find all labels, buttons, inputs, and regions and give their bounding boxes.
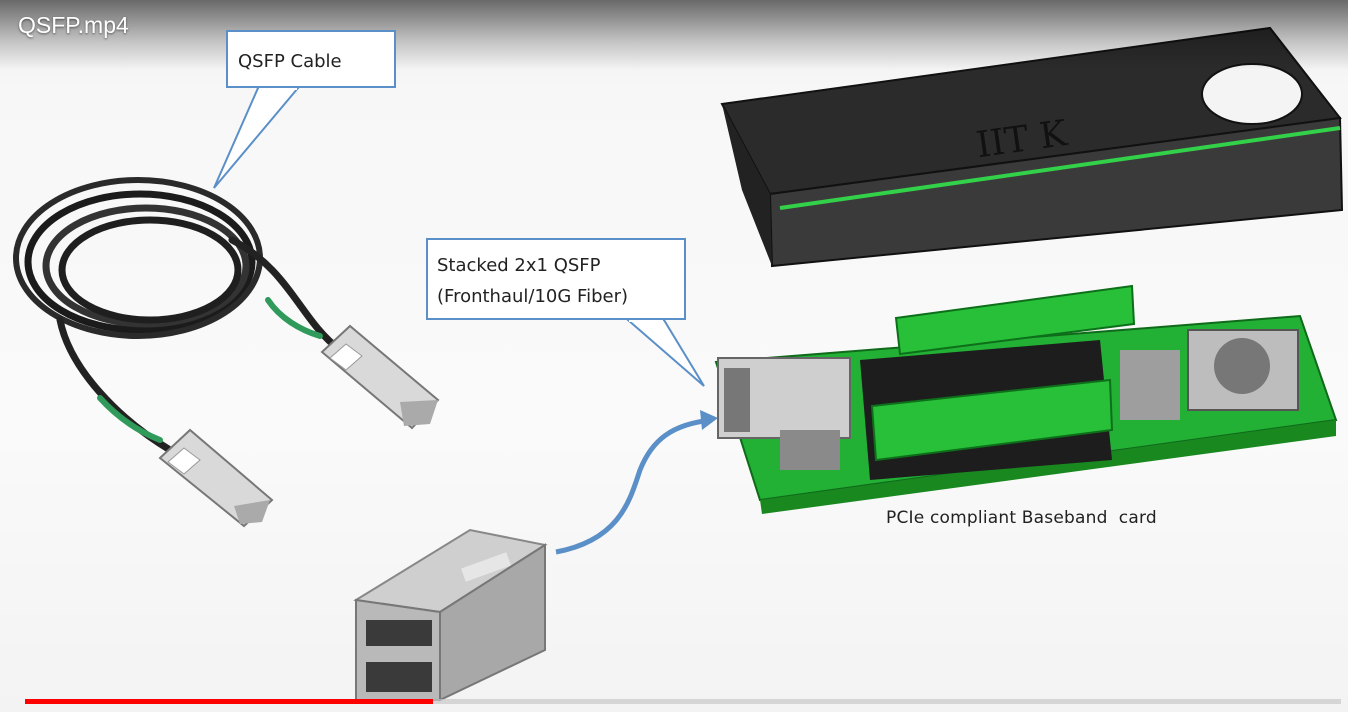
baseband-card-image <box>714 284 1338 514</box>
callout-cable-pointer <box>213 87 301 189</box>
progress-bar[interactable] <box>25 699 1341 704</box>
callout-stacked-qsfp-line1: Stacked 2x1 QSFP <box>437 255 601 276</box>
callout-stacked-qsfp: Stacked 2x1 QSFP (Fronthaul/10G Fiber) <box>426 238 686 320</box>
qsfp-plug-lower <box>158 428 274 528</box>
qsfp-plug-upper <box>320 324 440 430</box>
title-bar-overlay <box>0 0 1348 70</box>
qsfp-cable-image <box>13 177 344 454</box>
video-title: QSFP.mp4 <box>18 12 129 38</box>
callout-stacked-qsfp-line2: (Fronthaul/10G Fiber) <box>437 286 629 307</box>
connector-arrow <box>555 417 713 555</box>
progress-bar-played <box>25 699 433 704</box>
callout-qsfp-cable-text: QSFP Cable <box>238 51 342 72</box>
callout-connector-pointer <box>625 319 705 387</box>
stacked-qsfp-cage-image <box>353 528 548 702</box>
card-caption: PCIe compliant Baseband card <box>886 508 1157 528</box>
callout-qsfp-cable: QSFP Cable <box>226 30 396 88</box>
